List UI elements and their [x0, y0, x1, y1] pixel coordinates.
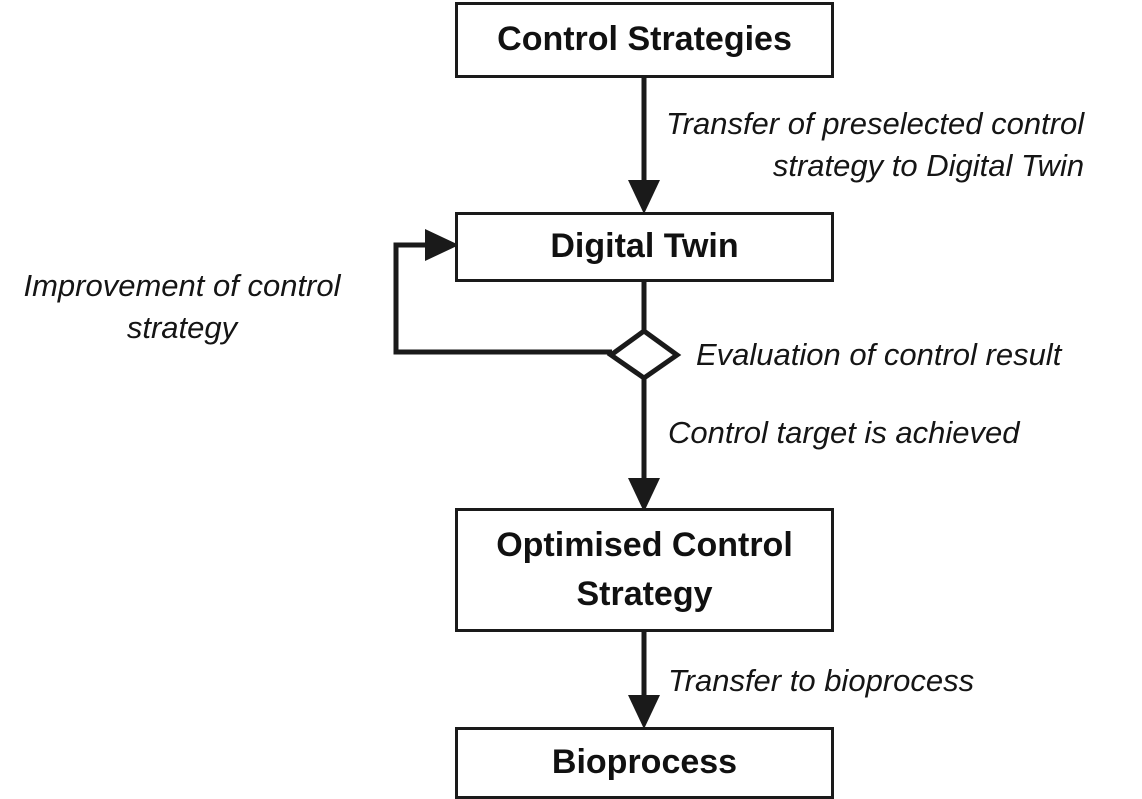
arrowhead-down-3 — [628, 695, 660, 729]
edge-label-target-achieved: Control target is achieved — [668, 412, 1020, 454]
edge-label-transfer-bioprocess-text: Transfer to bioprocess — [668, 663, 975, 698]
edge-label-target-achieved-text: Control target is achieved — [668, 415, 1020, 450]
edge-label-evaluation-text: Evaluation of control result — [696, 337, 1062, 372]
edge-label-transfer-preselected: Transfer of preselected control strategy… — [666, 103, 1084, 187]
edge-label-transfer-preselected-line2: strategy to Digital Twin — [772, 148, 1085, 184]
edge-label-improvement-line1: Improvement of control — [23, 268, 341, 303]
node-control-strategies: Control Strategies — [455, 2, 834, 78]
node-digital-twin: Digital Twin — [455, 212, 834, 282]
feedback-loop-line — [393, 242, 612, 355]
edge-label-improvement-line2: strategy — [126, 310, 238, 346]
node-optimised-control-strategy: Optimised Control Strategy — [455, 508, 834, 632]
edge-label-transfer-preselected-line1: Transfer of preselected control — [666, 106, 1085, 141]
node-optimised-label-line1: Optimised Control — [496, 525, 793, 564]
edge-label-transfer-bioprocess: Transfer to bioprocess — [668, 660, 974, 702]
edge-label-improvement: Improvement of control strategy — [2, 265, 362, 349]
node-digital-twin-label: Digital Twin — [550, 227, 739, 266]
decision-diamond — [606, 327, 682, 382]
arrowhead-down-2 — [628, 478, 660, 512]
node-optimised-label-line2: Strategy — [576, 575, 713, 613]
arrowhead-down-1 — [628, 180, 660, 214]
arrowhead-right-loop — [425, 229, 459, 261]
node-bioprocess: Bioprocess — [455, 727, 834, 799]
node-control-strategies-label: Control Strategies — [497, 20, 792, 59]
node-bioprocess-label: Bioprocess — [551, 743, 738, 782]
edge-label-evaluation: Evaluation of control result — [696, 334, 1061, 376]
